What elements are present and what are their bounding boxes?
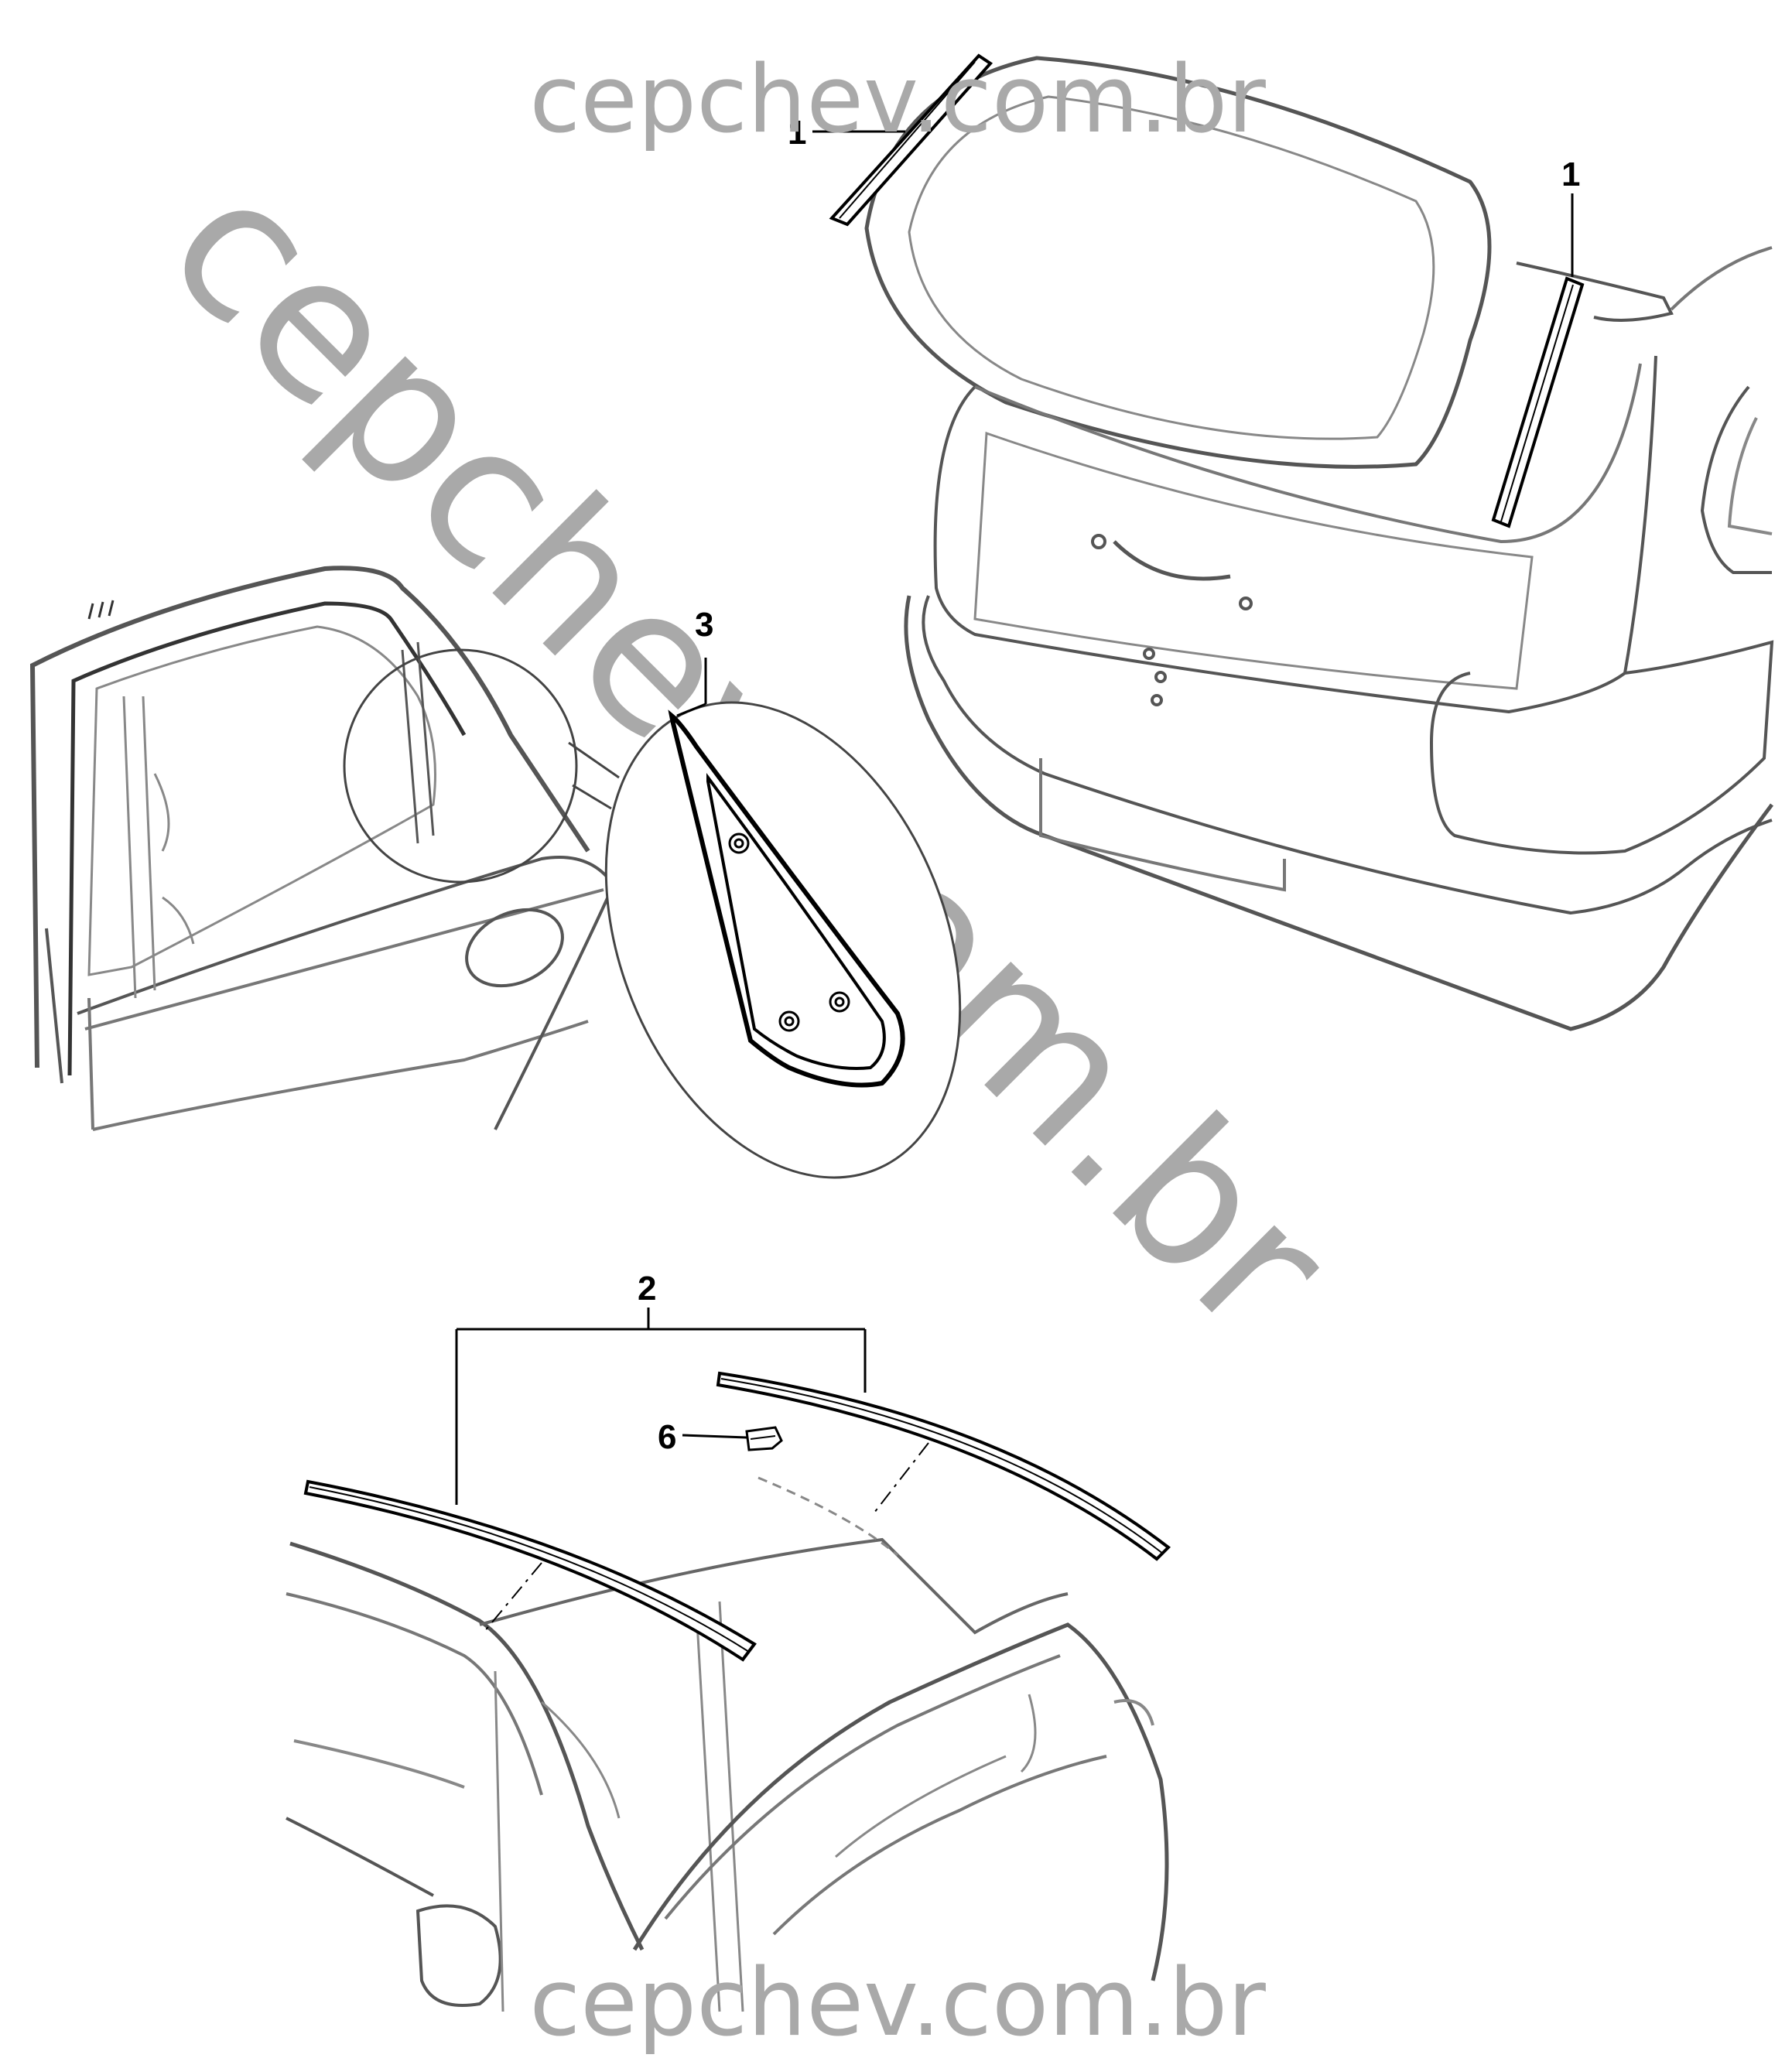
detail-circle-small <box>343 648 578 884</box>
part-3-triangle-seal <box>668 709 905 1088</box>
detail-connector <box>568 741 620 810</box>
part-1-left-strip <box>829 53 993 227</box>
seal-clip <box>728 832 750 854</box>
leader-dash-lines <box>483 1442 929 1633</box>
part-2-right-moulding <box>716 1371 1171 1561</box>
watermark-top: cepchev.com.br <box>529 46 1266 154</box>
callout-1-left-label: 1 <box>788 114 806 152</box>
callout-2-label: 2 <box>638 1270 656 1308</box>
callout-1-left: 1 <box>788 114 905 152</box>
seal-clip <box>778 1010 800 1032</box>
callout-6: 6 <box>658 1418 747 1456</box>
part-1-right-strip <box>1491 276 1585 528</box>
part-6-clip <box>745 1426 783 1451</box>
callout-3-label: 3 <box>695 606 713 644</box>
callout-3: 3 <box>676 606 713 717</box>
front-body-illustration <box>286 1476 1169 2012</box>
callout-2 <box>455 1308 867 1505</box>
side-door-illustration <box>29 566 613 1131</box>
seal-clip <box>829 991 850 1013</box>
callout-1-right: 1 <box>1561 156 1580 277</box>
part-2-left-moulding <box>303 1479 757 1662</box>
rear-hatch-illustration <box>864 56 1774 1031</box>
watermark-bottom: cepchev.com.br <box>529 1950 1266 2057</box>
callout-6-label: 6 <box>658 1418 676 1456</box>
callout-1-right-label: 1 <box>1561 156 1580 193</box>
